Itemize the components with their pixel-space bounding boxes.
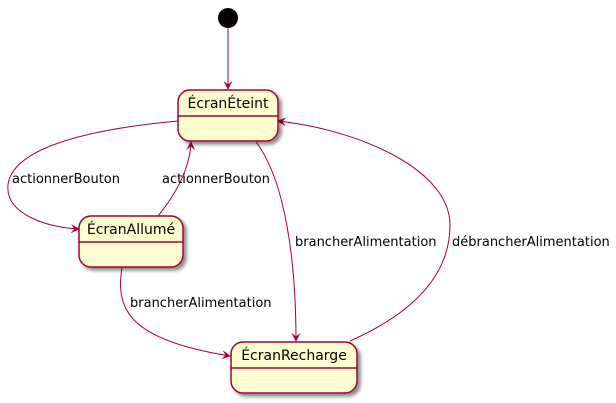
transition-label: brancherAlimentation [295,235,437,250]
transition-allume-to-eteint [157,141,196,217]
transition-label: brancherAlimentation [130,296,272,311]
state-name: ÉcranAllumé [87,221,175,238]
transition-allume-to-recharge [120,267,231,360]
state-name: ÉcranRecharge [241,347,347,364]
transition-eteint-to-allume [7,120,179,234]
state-ecran-eteint[interactable]: ÉcranÉteint [177,89,279,142]
state-name: ÉcranÉteint [188,95,269,112]
transition-label: actionnerBouton [12,172,120,187]
state-ecran-allume[interactable]: ÉcranAllumé [78,215,184,268]
state-ecran-recharge[interactable]: ÉcranRecharge [230,341,358,394]
transition-recharge-to-eteint [277,117,451,342]
transition-label: actionnerBouton [162,172,270,187]
transition-label: débrancherAlimentation [452,235,610,250]
transition-eteint-to-recharge [255,141,301,342]
initial-state-icon [218,8,238,28]
